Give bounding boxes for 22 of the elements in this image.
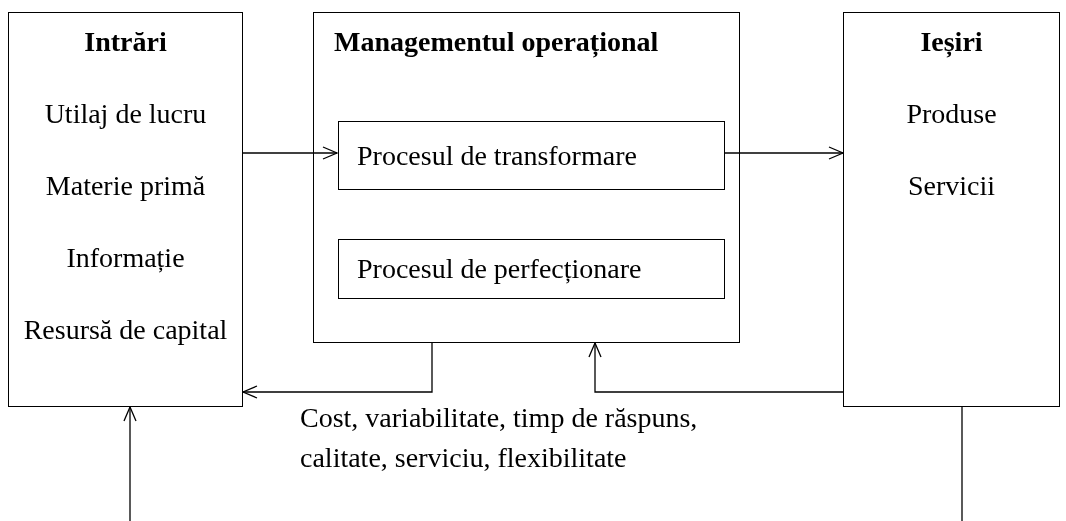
- process-label: Procesul de transformare: [357, 138, 637, 173]
- stage-item: Resursă de capital: [23, 313, 228, 347]
- stage-item: Informație: [66, 241, 185, 275]
- arrow: [242, 146, 338, 160]
- stage-box: [8, 12, 243, 407]
- process-label: Procesul de perfecționare: [357, 252, 642, 286]
- stage-box: [843, 12, 1060, 407]
- stage-item: Utilaj de lucru: [44, 97, 207, 131]
- stage-item: Produse: [906, 97, 997, 131]
- stage-item: Servicii: [907, 169, 996, 203]
- stage-heading: Intrări: [84, 25, 167, 59]
- stage-box: [313, 12, 740, 343]
- stage-heading: Managementul operațional: [334, 25, 659, 60]
- note-text: Cost, variabilitate, timp de răspuns, calitate, serviciu, flexibilitate: [300, 401, 699, 475]
- arrow: [123, 406, 137, 521]
- arrow: [588, 342, 844, 393]
- arrow: [242, 342, 433, 399]
- process-box: [338, 121, 725, 190]
- arrow: [723, 146, 844, 160]
- stage-item: Materie primă: [45, 169, 206, 203]
- process-box: [338, 239, 725, 299]
- stage-heading: Ieșiri: [920, 25, 983, 60]
